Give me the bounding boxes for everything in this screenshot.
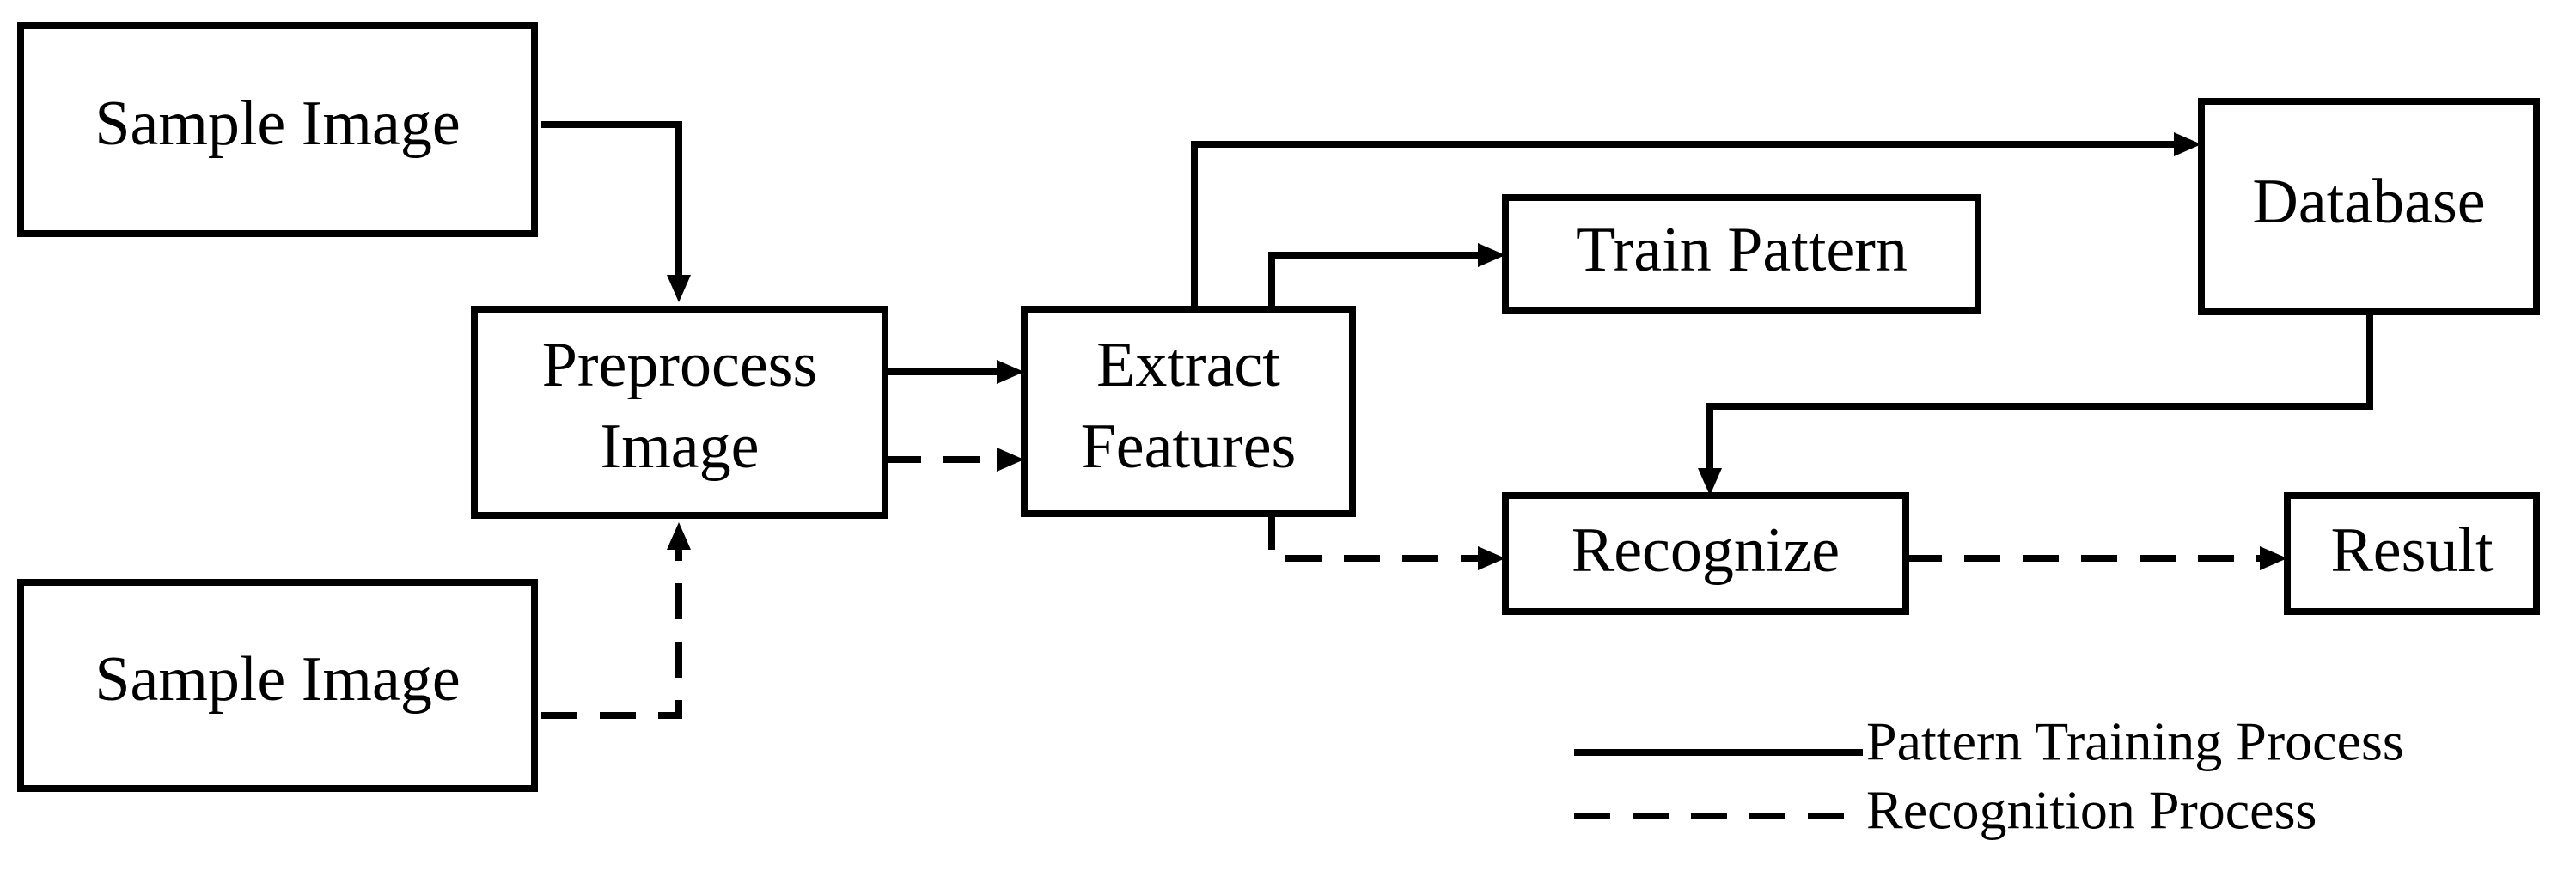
node-preprocess-image: Preprocess Image (471, 306, 888, 519)
arrowhead-down-preprocess-top (667, 275, 691, 302)
arrowhead-down-recognize (1698, 468, 1722, 496)
legend: Pattern Training Process Recognition Pro… (1574, 711, 2404, 841)
edge-extract-to-recognize (1268, 514, 1478, 562)
node-train-pattern: Train Pattern (1502, 194, 1981, 314)
extract-features-label-line2: Features (1081, 411, 1297, 482)
database-label: Database (2252, 167, 2485, 237)
result-label: Result (2330, 515, 2494, 586)
arrowhead-right-train-pattern (1478, 243, 1505, 267)
legend-solid-label: Pattern Training Process (1866, 711, 2404, 772)
edge-extract-to-database (1191, 141, 2174, 309)
arrowhead-right-extract-solid (997, 360, 1024, 384)
edge-extract-to-train-pattern (1268, 252, 1478, 309)
edge-database-to-recognize (1706, 312, 2373, 468)
extract-features-label-line1: Extract (1096, 330, 1280, 400)
train-pattern-label: Train Pattern (1576, 215, 1908, 285)
legend-dashed-label: Recognition Process (1866, 780, 2317, 841)
recognize-label: Recognize (1572, 515, 1840, 586)
arrowhead-up-preprocess-bottom (667, 522, 691, 550)
node-extract-features: Extract Features (1021, 306, 1356, 517)
arrowhead-right-database (2174, 132, 2201, 156)
sample-image-training-label: Sample Image (95, 88, 460, 159)
node-database: Database (2198, 98, 2540, 315)
arrowhead-right-result (2260, 546, 2287, 570)
node-sample-image-training: Sample Image (17, 22, 538, 237)
edge-sample-image-recognition-to-preprocess (541, 550, 682, 719)
preprocess-image-label-line1: Preprocess (542, 330, 818, 400)
node-result: Result (2284, 492, 2540, 615)
node-sample-image-recognition: Sample Image (17, 579, 538, 792)
edge-sample-image-to-preprocess (541, 121, 682, 275)
sample-image-recognition-label: Sample Image (95, 644, 460, 715)
arrowhead-right-extract-dashed (997, 448, 1024, 472)
node-recognize: Recognize (1502, 492, 1909, 615)
arrowhead-right-recognize (1478, 546, 1505, 570)
preprocess-image-label-line2: Image (601, 411, 760, 482)
